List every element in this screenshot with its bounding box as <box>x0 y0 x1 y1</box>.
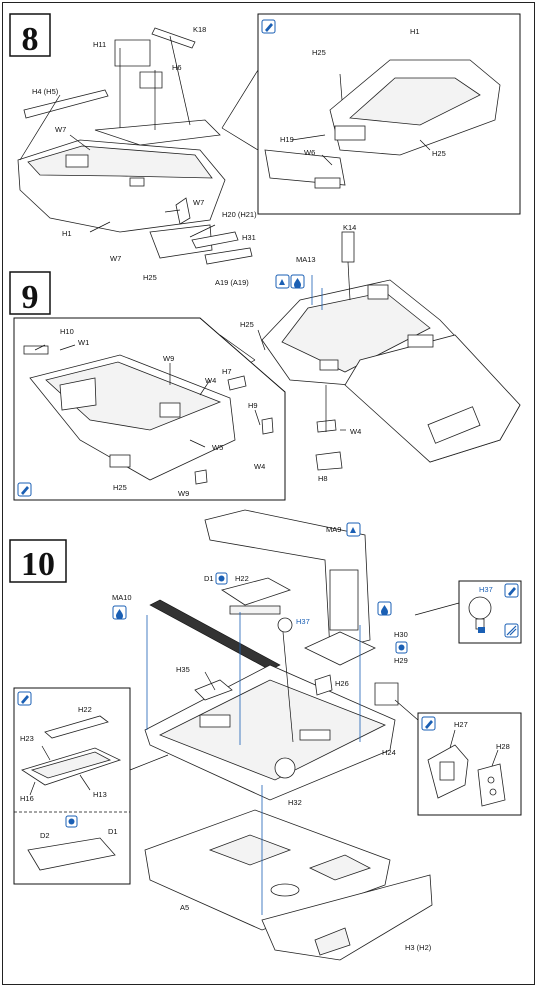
part-label: K14 <box>343 223 356 232</box>
part-label: H25 <box>113 483 127 492</box>
part-label: H22 <box>78 705 92 714</box>
part-label: W1 <box>78 338 89 347</box>
step-number-box <box>9 271 51 315</box>
step-number: 8 <box>22 21 39 58</box>
part-label: H3 (H2) <box>405 943 432 952</box>
step-8: 8 H11 K18 H6 H4 (H5) <box>9 13 521 287</box>
part-label: W7 <box>193 198 204 207</box>
part-label: H25 <box>312 48 326 57</box>
paint-brush-icon <box>261 19 276 34</box>
part-label: H25 <box>240 320 254 329</box>
part-label: W7 <box>55 125 66 134</box>
both-sides-icon <box>395 641 408 654</box>
part-label: W5 <box>212 443 223 452</box>
side-armor-plate <box>261 874 433 961</box>
lower-hull-tub <box>144 809 391 931</box>
part-label: H25 <box>143 273 157 282</box>
paint-swatch-icon <box>504 623 519 638</box>
floor-plate <box>144 664 399 801</box>
part-label: H22 <box>235 574 249 583</box>
hatch-cover: D1 H22 <box>204 572 291 615</box>
part-label: H37 <box>479 585 493 594</box>
step-8-inset: H1 H25 H19 W6 H25 <box>257 13 521 215</box>
part-label: H30 <box>394 630 408 639</box>
part-label: H8 <box>318 474 328 483</box>
part-label: H26 <box>335 679 349 688</box>
paint-brush-icon <box>504 583 519 598</box>
part-label: W4 <box>205 376 216 385</box>
mesh-strip: MA10 <box>112 593 281 671</box>
paint-brush-icon <box>421 716 436 731</box>
step-number: 9 <box>22 279 39 316</box>
both-sides-icon <box>65 815 78 828</box>
step-number-box <box>9 539 67 583</box>
cement-drop-icon <box>290 274 305 289</box>
part-label: MA9 <box>326 525 341 534</box>
hull-front-assembly <box>261 231 521 471</box>
engine-hatch-plate: H30 H29 <box>304 601 408 666</box>
bend-icon <box>275 274 290 289</box>
both-sides-icon <box>215 572 228 585</box>
part-label: W7 <box>110 254 121 263</box>
part-label: D1 <box>204 574 214 583</box>
part-label: H16 <box>20 794 34 803</box>
part-label: W9 <box>163 354 174 363</box>
part-label: H35 <box>176 665 190 674</box>
part-label: H1 <box>410 27 420 36</box>
part-label: H23 <box>20 734 34 743</box>
part-label: H25 <box>432 149 446 158</box>
step-10-h37-inset: H37 <box>458 580 522 644</box>
part-label: A5 <box>180 903 189 912</box>
part-label: H10 <box>60 327 74 336</box>
part-label: H1 <box>62 229 72 238</box>
step-number-box <box>9 13 51 57</box>
part-label: H4 (H5) <box>32 87 59 96</box>
part-label: W9 <box>178 489 189 498</box>
part-label: H32 <box>288 798 302 807</box>
part-label: H11 <box>93 40 106 49</box>
part-label: H31 <box>242 233 256 242</box>
cement-drop-icon <box>112 605 127 620</box>
cement-drop-icon <box>377 601 392 616</box>
part-label: H27 <box>454 720 468 729</box>
step-9: 9 K14 MA13 H25 <box>9 223 521 501</box>
paint-brush-icon <box>17 482 32 497</box>
part-label: W6 <box>304 148 315 157</box>
step-9-inset: H10 W1 W9 H7 W4 H9 W5 W4 H25 W9 <box>13 317 286 501</box>
part-label: MA13 <box>296 255 316 264</box>
part-label: D2 <box>40 831 50 840</box>
part-label: W4 <box>350 427 361 436</box>
part-label: H9 <box>248 401 258 410</box>
part-label: H28 <box>496 742 510 751</box>
part-label: A19 (A19) <box>215 278 249 287</box>
part-label: H6 <box>172 63 182 72</box>
part-label: H19 <box>280 135 294 144</box>
step-10: 10 MA9 D1 H22 MA10 <box>9 509 522 961</box>
part-label: MA10 <box>112 593 132 602</box>
part-label: H7 <box>222 367 232 376</box>
part-label: W4 <box>254 462 265 471</box>
part-label: K18 <box>193 25 206 34</box>
bend-icon <box>346 522 361 537</box>
part-label: H13 <box>93 790 107 799</box>
step-10-right-inset: H27 H28 <box>417 712 522 816</box>
part-label: H24 <box>382 748 396 757</box>
part-label: H29 <box>394 656 408 665</box>
part-label: H37 <box>296 617 310 626</box>
hull-upper-assembly <box>17 27 253 265</box>
step-number: 10 <box>21 546 55 583</box>
paint-brush-icon <box>17 691 32 706</box>
part-label: D1 <box>108 827 118 836</box>
step-10-left-inset: H22 H23 H16 H13 D2 D1 <box>13 687 131 885</box>
periscope-part: H37 <box>277 617 310 633</box>
part-label: H20 (H21) <box>222 210 257 219</box>
